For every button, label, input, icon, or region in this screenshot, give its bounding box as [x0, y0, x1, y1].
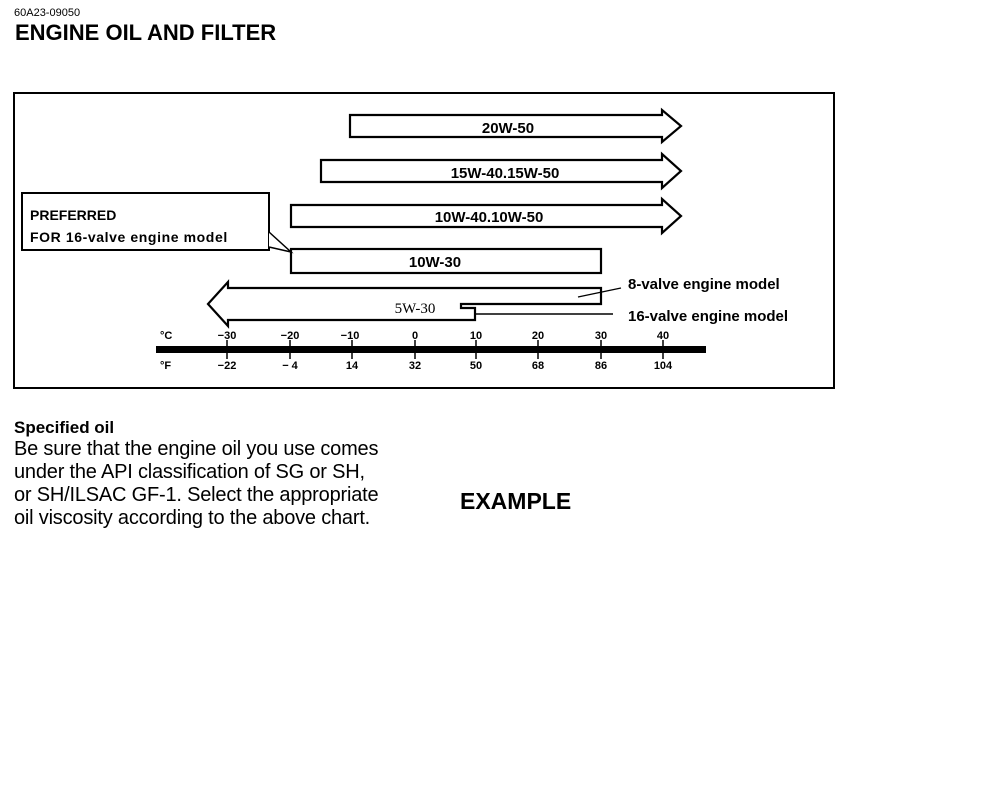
document-code: 60A23-09050	[14, 7, 81, 19]
bar-5w-30: 5W-30	[206, 279, 613, 329]
tick-c-minus30: −30 −22	[218, 330, 237, 372]
tick-c-20: 20 68	[532, 330, 544, 372]
tick-c-minus20: −20 − 4	[281, 330, 300, 372]
svg-text:86: 86	[595, 360, 607, 372]
bar-label-20w-50: 20W-50	[482, 120, 534, 137]
page-title: ENGINE OIL AND FILTER	[15, 20, 277, 45]
spec-line: under the API classification of SG or SH…	[14, 461, 365, 483]
bar-label-10w-30: 10W-30	[409, 254, 461, 271]
callout-line-1: PREFERRED	[30, 207, 116, 223]
svg-text:−20: −20	[281, 330, 300, 342]
svg-text:10: 10	[470, 330, 482, 342]
svg-text:50: 50	[470, 360, 482, 372]
temperature-axis: °C °F −30 −22 −20 − 4 −10 14 0 32	[156, 330, 706, 372]
specified-oil-heading: Specified oil	[14, 418, 115, 437]
svg-text:−30: −30	[218, 330, 237, 342]
unit-fahrenheit: °F	[160, 360, 171, 372]
bar-label-10w: 10W-40.10W-50	[435, 209, 544, 226]
preferred-callout: PREFERRED FOR 16-valve engine model	[21, 192, 294, 254]
spec-line: oil viscosity according to the above cha…	[14, 507, 371, 529]
svg-text:20: 20	[532, 330, 544, 342]
bar-10w-30: 10W-30	[289, 247, 603, 275]
example-label: EXAMPLE	[460, 488, 572, 514]
svg-text:30: 30	[595, 330, 607, 342]
svg-text:40: 40	[657, 330, 669, 342]
svg-text:−10: −10	[341, 330, 360, 342]
bar-label-5w-30: 5W-30	[395, 301, 436, 317]
tick-c-0: 0 32	[409, 330, 421, 372]
label-16-valve-engine: 16-valve engine model	[628, 308, 788, 325]
specified-oil-body: Be sure that the engine oil you use come…	[14, 438, 414, 530]
label-8-valve-engine: 8-valve engine model	[628, 276, 780, 293]
svg-text:32: 32	[409, 360, 421, 372]
oil-viscosity-chart: 20W-50 15W-40.15W-50 10W-40.10W-50 10W-3…	[13, 92, 835, 389]
svg-text:104: 104	[654, 360, 673, 372]
tick-c-40: 40 104	[654, 330, 673, 372]
bar-20w-50: 20W-50	[348, 107, 683, 145]
svg-text:14: 14	[346, 360, 359, 372]
bar-10w-40-10w-50: 10W-40.10W-50	[289, 196, 683, 236]
callout-line-2: FOR 16-valve engine model	[30, 229, 228, 245]
bar-15w-40-15w-50: 15W-40.15W-50	[319, 151, 683, 191]
tick-c-30: 30 86	[595, 330, 607, 372]
tick-c-10: 10 50	[470, 330, 482, 372]
svg-text:68: 68	[532, 360, 544, 372]
svg-text:− 4: − 4	[282, 360, 298, 372]
spec-line: Be sure that the engine oil you use come…	[14, 438, 379, 460]
unit-celsius: °C	[160, 330, 172, 342]
tick-c-minus10: −10 14	[341, 330, 360, 372]
leader-8-valve	[577, 287, 622, 298]
bar-label-15w: 15W-40.15W-50	[451, 165, 560, 182]
spec-line: or SH/ILSAC GF-1. Select the appropriate	[14, 484, 379, 506]
svg-text:0: 0	[412, 330, 418, 342]
chart-border	[13, 92, 835, 389]
specified-oil-section: Specified oil Be sure that the engine oi…	[14, 418, 414, 530]
svg-text:−22: −22	[218, 360, 237, 372]
